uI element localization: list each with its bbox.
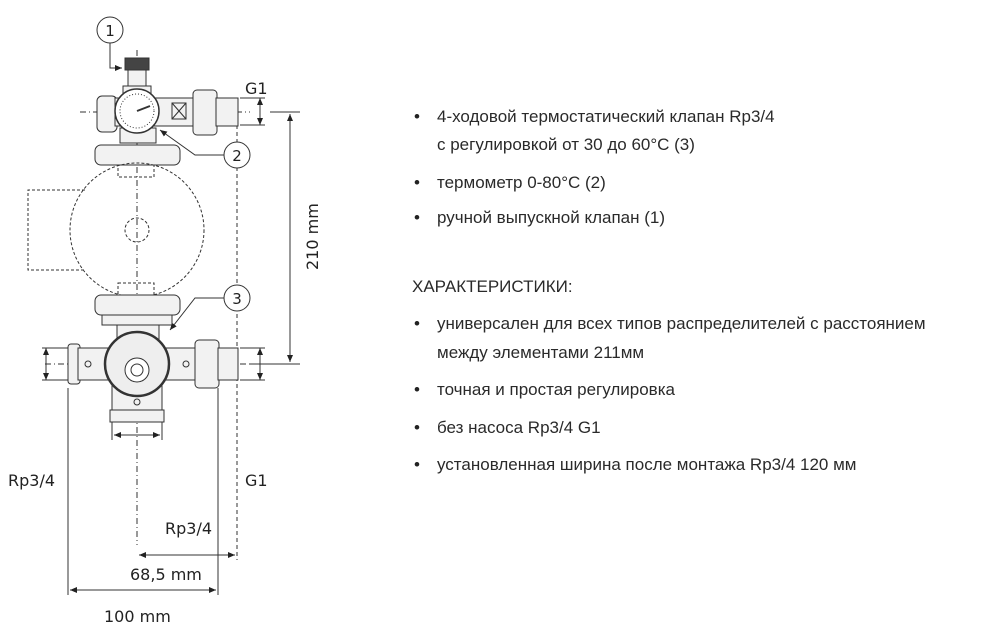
offset-dim-label: 68,5 mm <box>130 565 202 584</box>
characteristics-heading: ХАРАКТЕРИСТИКИ: <box>412 277 573 296</box>
callout-3-label: 3 <box>232 290 242 308</box>
feature-item: ручной выпускной клапан (1) <box>437 208 665 227</box>
valve-assembly-drawing: 1 2 3 G1 G1 Rp3/4 Rp3/4 68,5 mm 100 mm 2… <box>8 16 322 626</box>
feature-item-cont: с регулировкой от 30 до 60°C (3) <box>437 135 695 154</box>
characteristic-item: универсален для всех типов распределител… <box>437 314 926 333</box>
top-thread-label: G1 <box>245 79 268 98</box>
characteristic-item: установленная ширина после монтажа Rp3/4… <box>437 455 857 474</box>
pump-outline <box>27 162 205 298</box>
bottom-thread-label: Rp3/4 <box>165 519 212 538</box>
left-thread-label: Rp3/4 <box>8 471 55 490</box>
characteristic-item: точная и простая регулировка <box>437 380 675 399</box>
characteristic-item: без насоса Rp3/4 G1 <box>437 418 601 437</box>
callout-3 <box>223 284 251 312</box>
callout-1 <box>96 16 124 44</box>
feature-item: термометр 0-80°C (2) <box>437 173 606 192</box>
feature-item: 4-ходовой термостатический клапан Rp3/4 <box>437 107 775 126</box>
characteristic-item-cont: между элементами 211мм <box>437 343 645 362</box>
callout-2-label: 2 <box>232 147 242 165</box>
bottom-right-thread-label: G1 <box>245 471 268 490</box>
callout-1-label: 1 <box>105 22 115 40</box>
width-dim-label: 100 mm <box>104 607 171 626</box>
callout-2 <box>223 141 251 169</box>
height-dim-label: 210 mm <box>303 203 322 270</box>
